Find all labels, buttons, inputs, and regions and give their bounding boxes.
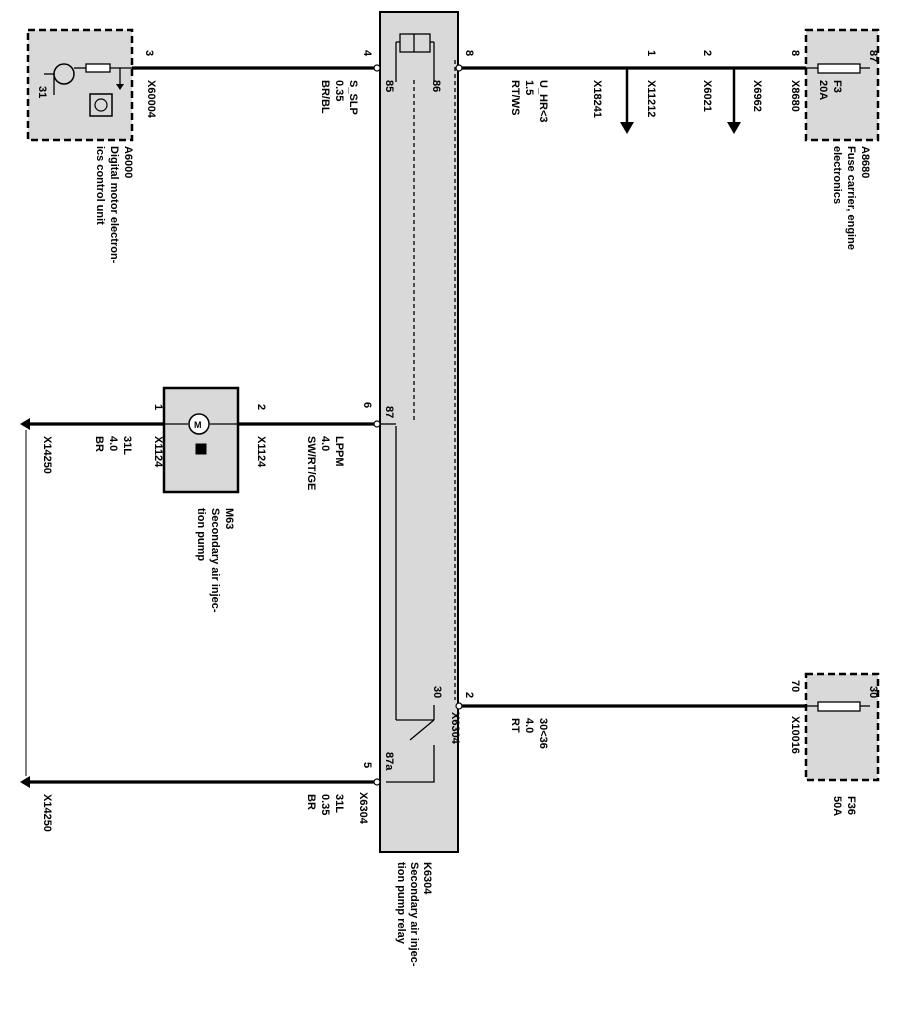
wire-31l-top-color: BR (93, 436, 105, 452)
m63-connector-right: X1124 (255, 436, 267, 468)
wire-31l-top-name: 31L (121, 436, 133, 455)
a6000-pin-3: 3 (143, 50, 155, 56)
wire-30-36-size: 4.0 (523, 718, 535, 733)
wire-s-slp-size: 0.35 (333, 80, 345, 101)
resistor-symbol (85, 63, 111, 73)
m63-desc-2: tion pump (195, 508, 207, 561)
fuse-f36-symbol (817, 701, 861, 712)
relay-pin-8: 8 (463, 50, 475, 56)
connector-x14250-top: X14250 (41, 436, 53, 474)
fuse-f3-symbol (817, 63, 861, 74)
m63-connector-left: X1124 (152, 436, 164, 468)
m63-pin-1: 1 (152, 404, 164, 410)
wire-lppm-size: 4.0 (319, 436, 331, 451)
relay-desc-2: tion pump relay (395, 862, 407, 945)
relay-pin-86: 86 (430, 80, 442, 92)
motor-symbol-letter: M (194, 420, 202, 430)
wire-s-slp-name: S_SLP (347, 80, 359, 115)
a8680-id: A8680 (859, 146, 871, 178)
wire-lppm-color: SW/RT/GE (305, 436, 317, 490)
a8680-connector: X8680 (789, 80, 801, 112)
relay-pin-85: 85 (383, 80, 395, 92)
f36-fuse-pin-30: 30 (867, 686, 879, 698)
motor-terminal-icon (195, 443, 207, 455)
a8680-pin-8: 8 (789, 50, 801, 56)
a6000-id: A6000 (122, 146, 134, 178)
fuse-f3-name: F3 (831, 80, 843, 93)
f36-rating: 50A (831, 796, 843, 816)
wire-31l-bot-size: 0.35 (319, 794, 331, 815)
connector-x6021: X6021 (701, 80, 713, 112)
fuse-f3-rating: 20A (817, 80, 829, 100)
m63-desc-1: Secondary air injec- (209, 508, 221, 613)
relay-pin-30: 30 (431, 686, 443, 698)
motor-m63-box (162, 386, 240, 494)
relay-id: K6304 (421, 862, 433, 895)
relay-desc-1: Secondary air injec- (408, 862, 420, 967)
relay-k6304-box (379, 11, 459, 853)
a8680-fuse-pin-87: 87 (867, 50, 879, 62)
relay-pin-5: 5 (361, 762, 373, 768)
wire-u-hr-size: 1.5 (523, 80, 535, 95)
connector-x6021-pin: 2 (701, 50, 713, 56)
a8680-desc-1: Fuse carrier, engine (845, 146, 857, 250)
relay-connector-x6304-bot: X6304 (357, 792, 369, 825)
connector-x14250-bot: X14250 (41, 794, 53, 832)
connector-x18241: X18241 (591, 80, 603, 118)
connector-x11212-pin: 1 (645, 50, 657, 56)
fuse-f36-box (804, 672, 880, 782)
relay-pin-6: 6 (361, 402, 373, 408)
relay-pin-2: 2 (463, 692, 475, 698)
wire-30-36-color: RT (509, 718, 521, 733)
wire-31l-bot-color: BR (305, 794, 317, 810)
motor-symbol-icon (188, 413, 210, 435)
relay-coil (399, 33, 431, 53)
wire-u-hr-color: RT/WS (509, 80, 521, 115)
m63-id: M63 (223, 508, 235, 529)
wire-31l-bot-name: 31L (333, 794, 345, 813)
wire-31l-top-size: 4.0 (107, 436, 119, 451)
relay-pin-87: 87 (383, 406, 395, 418)
connector-x11212: X11212 (645, 80, 657, 117)
m63-pin-2: 2 (255, 404, 267, 410)
relay-pin-4: 4 (361, 50, 373, 57)
f36-connector: X10016 (789, 716, 801, 754)
a6000-desc-2: ics control unit (94, 146, 106, 225)
ecu-symbol (89, 93, 113, 117)
a6000-connector: X60004 (145, 80, 157, 119)
wire-lppm-name: LPPM (333, 436, 345, 467)
module-a6000-box (26, 28, 134, 142)
f36-id: F36 (845, 796, 857, 815)
wire-30-36-name: 30<36 (537, 718, 549, 749)
a6000-desc-1: Digital motor electron- (108, 146, 120, 264)
a8680-desc-2: electronics (831, 146, 843, 204)
module-a8680-box (804, 28, 880, 142)
relay-contact-87a-line (386, 745, 435, 783)
relay-connector-x6304-top: X6304 (449, 712, 461, 745)
relay-pin-87a: 87a (383, 752, 395, 771)
relay-switch (409, 719, 435, 741)
connector-x6962: X6962 (751, 80, 763, 112)
f36-pin-70: 70 (789, 680, 801, 692)
a6000-ground-31: 31 (36, 86, 48, 98)
wire-u-hr-name: U_HR<3 (537, 80, 549, 123)
wire-s-slp-color: BR/BL (319, 80, 331, 114)
